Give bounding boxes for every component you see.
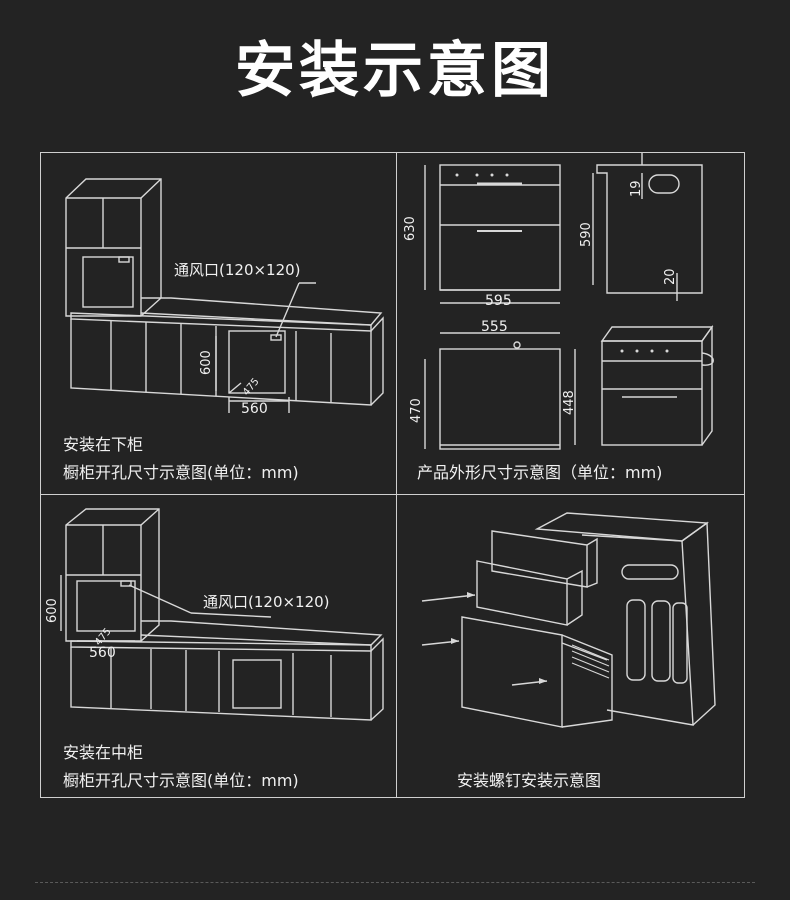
lower-cabinet-drawing [65,178,384,413]
dim-side-top-label: 19 [629,180,644,197]
dim-width-label: 560 [89,645,116,661]
screw-installation-drawing [421,512,716,728]
panel-lower-cabinet: 通风口(120×120) 600 475 560 安装在下柜 橱柜开孔尺寸示意图… [40,152,397,495]
product-drawing [424,153,714,450]
dim-front-width-label: 595 [485,293,512,309]
caption-cutout-lower: 橱柜开孔尺寸示意图(单位：mm) [63,463,299,482]
dim-side-bottom-label: 20 [663,268,678,285]
dim-top-width-label: 555 [481,319,508,335]
page-title: 安装示意图 [235,36,555,106]
caption-install-lower: 安装在下柜 [63,435,144,454]
middle-cabinet-drawing [60,508,384,721]
dim-side-height-label: 590 [579,222,594,247]
dim-width-label: 560 [241,401,268,417]
dim-height-label: 600 [45,598,60,623]
caption-product: 产品外形尺寸示意图（单位：mm) [417,463,663,482]
dim-front-height-label: 630 [403,216,418,241]
caption-cutout-middle: 橱柜开孔尺寸示意图(单位：mm) [63,771,299,790]
panel-screw-installation: 安装螺钉安装示意图 [396,494,745,798]
dim-top-inner-label: 448 [562,390,577,415]
vent-label: 通风口(120×120) [203,593,330,611]
caption-screws: 安装螺钉安装示意图 [457,771,602,790]
caption-install-middle: 安装在中柜 [63,743,144,762]
vent-label: 通风口(120×120) [174,261,301,279]
bottom-divider [35,882,755,883]
dim-top-height-label: 470 [409,398,424,423]
panel-product-dimensions: 630 595 590 19 20 555 470 448 产品外形尺寸示意图（… [396,152,745,495]
panel-middle-cabinet: 通风口(120×120) 600 475 560 安装在中柜 橱柜开孔尺寸示意图… [40,494,397,798]
dim-height-label: 600 [199,350,214,375]
